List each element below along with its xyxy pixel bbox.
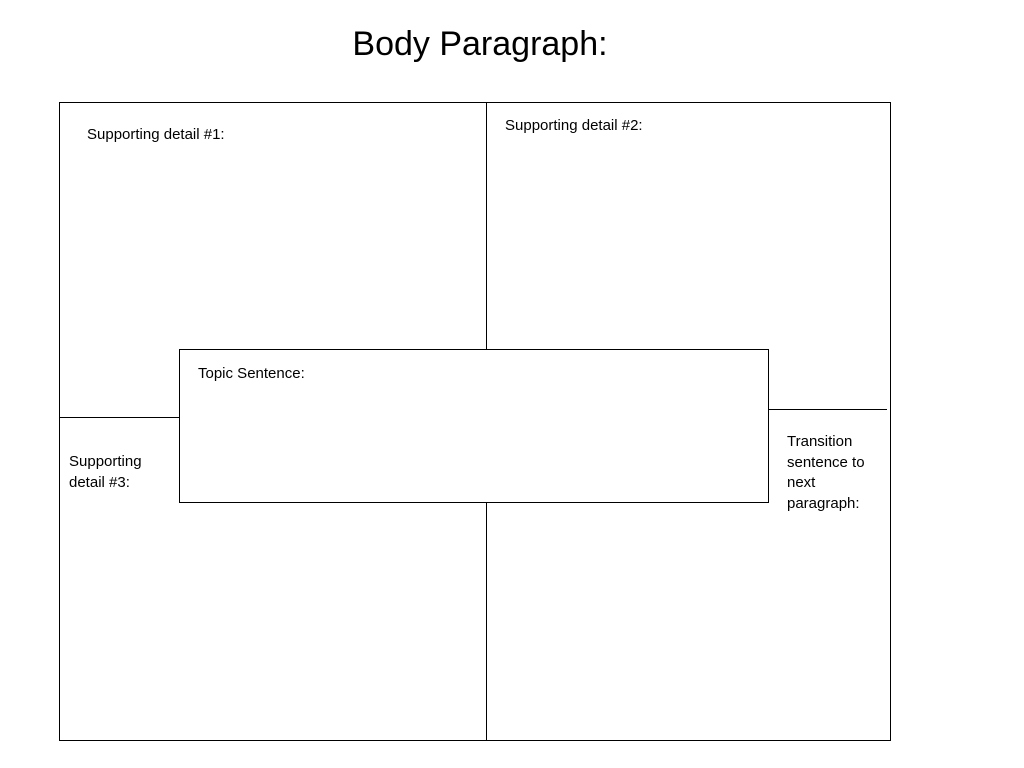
topic-sentence-label: Topic Sentence: [198,365,305,382]
vertical-divider-top [486,102,487,349]
transition-sentence-label: Transition sentence to next paragraph: [787,433,865,512]
horizontal-divider-right [769,409,887,410]
organizer-frame [59,102,891,741]
page-title: Body Paragraph: [352,25,608,63]
vertical-divider-bottom [486,503,487,741]
supporting-detail-3-label: Supporting detail #3: [69,453,142,491]
supporting-detail-2-label: Supporting detail #2: [505,117,643,134]
horizontal-divider-left [59,417,179,418]
supporting-detail-1-label: Supporting detail #1: [87,126,225,143]
topic-sentence-box[interactable] [179,349,769,503]
